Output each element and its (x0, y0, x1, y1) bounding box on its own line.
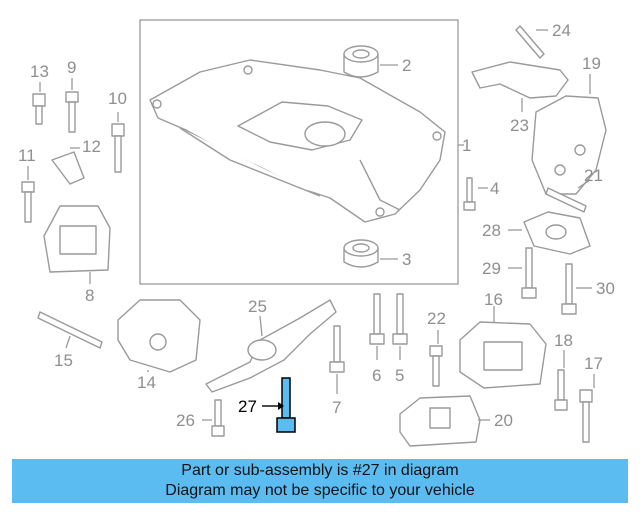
callout-25: 25 (248, 297, 267, 316)
callout-18: 18 (554, 331, 573, 350)
callout-23: 23 (510, 116, 529, 135)
trans-mount-part-14[interactable] (117, 299, 201, 373)
callout-14: 14 (137, 373, 156, 392)
callout-21: 21 (584, 166, 603, 185)
callout-17: 17 (584, 354, 603, 373)
banner-line-1: Part or sub-assembly is #27 in diagram (181, 462, 459, 479)
bolt-part-21[interactable] (545, 187, 587, 213)
callout-26: 26 (176, 411, 195, 430)
bolt-part-11[interactable] (21, 181, 35, 223)
callout-1: 1 (462, 136, 471, 155)
banner-line-2: Diagram may not be specific to your vehi… (165, 482, 475, 499)
callout-10: 10 (108, 89, 127, 108)
bolt-part-17[interactable] (579, 389, 593, 443)
mount-part-16[interactable] (459, 321, 547, 389)
bolt-part-22[interactable] (429, 345, 443, 387)
bolt-part-26[interactable] (211, 399, 225, 437)
bolt-part-18[interactable] (554, 369, 568, 411)
callout-8: 8 (85, 286, 94, 305)
parts-diagram: 1 2 3 4 5 6 7 8 9 10 11 12 13 14 15 16 1… (18, 19, 615, 447)
callout-arrow-27 (262, 402, 284, 410)
bolt-part-29[interactable] (521, 247, 537, 299)
callout-3: 3 (402, 250, 411, 269)
callout-28: 28 (482, 221, 501, 240)
callout-2: 2 (402, 56, 411, 75)
callout-29: 29 (482, 259, 501, 278)
callout-22: 22 (427, 309, 446, 328)
bolt-part-6[interactable] (369, 293, 385, 345)
subframe-box (139, 19, 459, 285)
bracket-part-19[interactable] (531, 95, 607, 195)
callout-6: 6 (372, 366, 381, 385)
subframe-part-1[interactable] (149, 59, 446, 223)
callout-20: 20 (494, 411, 513, 430)
callout-12: 12 (82, 137, 101, 156)
bolt-part-4[interactable] (463, 177, 476, 211)
bolt-part-27-highlighted[interactable] (276, 377, 296, 433)
callout-9: 9 (67, 58, 76, 77)
callout-labels: 1 2 3 4 5 6 7 8 9 10 11 12 13 14 15 16 1… (18, 21, 615, 430)
engine-mount-part-8[interactable] (43, 205, 111, 273)
torque-arm-part-25[interactable] (205, 299, 337, 393)
callout-19: 19 (582, 54, 601, 73)
callout-13: 13 (30, 62, 49, 81)
bolt-part-9[interactable] (65, 91, 79, 133)
link-part-23[interactable] (471, 61, 569, 99)
callout-11: 11 (18, 146, 36, 165)
bolt-part-15[interactable] (37, 311, 103, 349)
callout-7: 7 (332, 398, 341, 417)
callout-16: 16 (484, 290, 503, 309)
leader-lines (27, 29, 595, 421)
bushing-part-2[interactable] (343, 45, 379, 78)
callout-30: 30 (596, 279, 615, 298)
mount-part-20[interactable] (399, 395, 481, 447)
bracket-part-28[interactable] (523, 211, 591, 255)
callout-27-highlighted: 27 (238, 397, 257, 416)
bolt-part-30[interactable] (561, 263, 577, 315)
callout-4: 4 (490, 179, 499, 198)
bolt-part-5[interactable] (392, 293, 408, 345)
bolt-part-7[interactable] (329, 325, 345, 373)
callout-15: 15 (54, 351, 73, 370)
bolt-part-24[interactable] (515, 25, 545, 59)
callout-5: 5 (395, 366, 404, 385)
bushing-part-3[interactable] (343, 239, 379, 268)
callout-24: 24 (552, 21, 571, 40)
bracket-part-12[interactable] (51, 151, 85, 185)
info-banner: Part or sub-assembly is #27 in diagram D… (12, 459, 628, 503)
bolt-part-10[interactable] (111, 123, 125, 173)
bolt-part-13[interactable] (32, 93, 46, 125)
